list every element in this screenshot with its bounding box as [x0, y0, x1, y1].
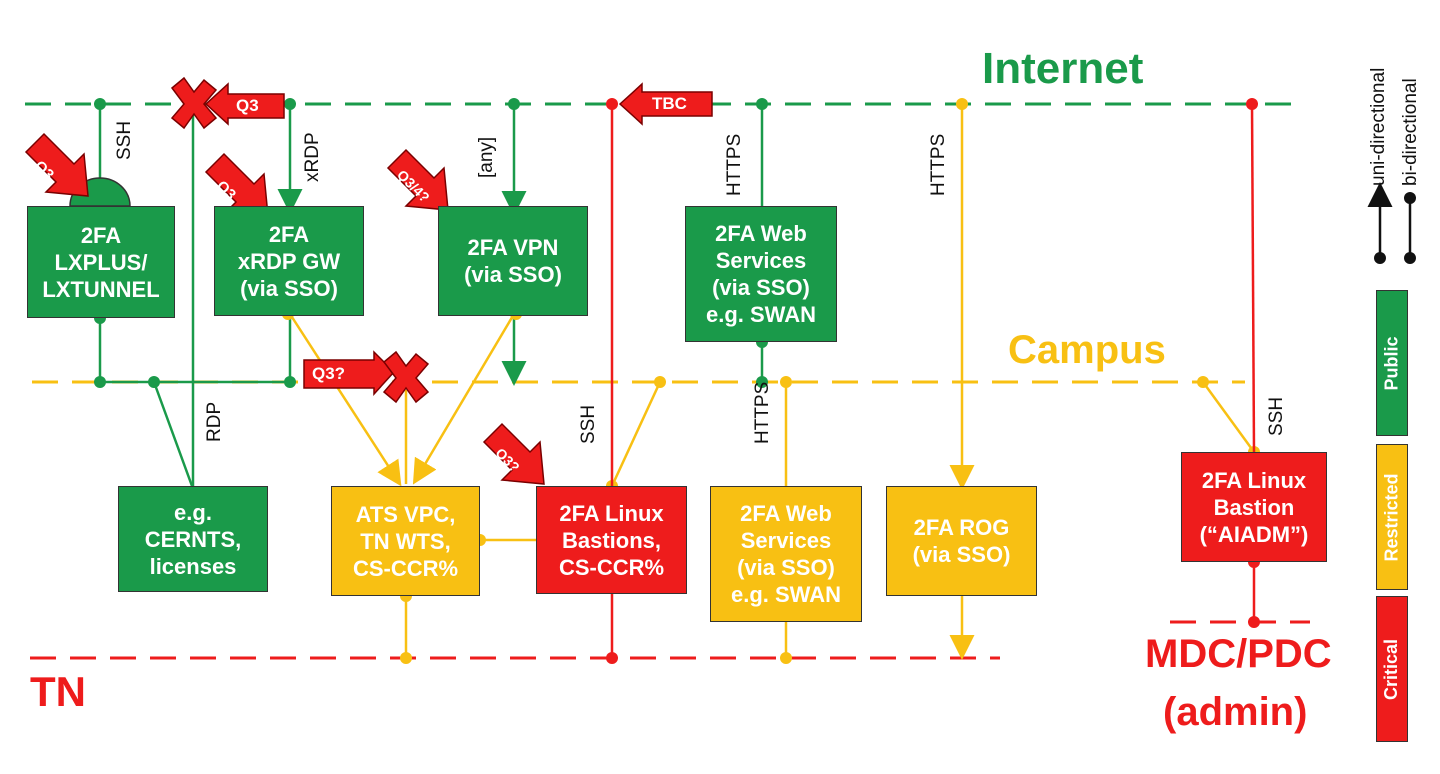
label-ssh-bastions: SSH	[578, 404, 599, 444]
q3-arrow-top	[204, 82, 285, 126]
legend-critical: Critical	[1376, 596, 1408, 742]
label-any: [any]	[476, 136, 497, 178]
zone-campus: Campus	[1008, 328, 1166, 372]
label-https-restricted: HTTPS	[752, 381, 773, 444]
box-web-public: 2FA Web Services (via SSO) e.g. SWAN	[685, 206, 837, 342]
box-xrdp: 2FA xRDP GW (via SSO)	[214, 206, 364, 316]
zone-mdc: MDC/PDC	[1145, 632, 1332, 676]
blocked-x-campus	[382, 350, 430, 404]
box-ats: ATS VPC, TN WTS, CS-CCR%	[331, 486, 480, 596]
q3q-arrow-campus	[303, 350, 396, 396]
legend-public: Public	[1376, 290, 1408, 436]
label-https-public: HTTPS	[724, 133, 745, 196]
box-rog: 2FA ROG (via SSO)	[886, 486, 1037, 596]
box-web-restricted: 2FA Web Services (via SSO) e.g. SWAN	[710, 486, 862, 622]
legend-public-label: Public	[1381, 335, 1402, 391]
legend-bi: bi-directional	[1400, 78, 1421, 186]
legend-restricted-label: Restricted	[1381, 472, 1402, 562]
zone-admin: (admin)	[1163, 690, 1308, 734]
marker-q3-top: Q3	[236, 96, 259, 115]
marker-tbc: TBC	[652, 94, 687, 113]
q3q-arrow-bastion	[482, 422, 545, 485]
legend-uni: uni-directional	[1368, 67, 1389, 186]
label-https-rog: HTTPS	[928, 133, 949, 196]
blocked-x-top	[170, 76, 218, 130]
label-rdp: RDP	[204, 401, 225, 442]
q3-arrow-lxplus	[24, 132, 89, 197]
tbc-arrow	[618, 82, 713, 126]
zone-internet: Internet	[982, 44, 1144, 93]
label-xrdp: xRDP	[302, 132, 323, 182]
box-aiadm: 2FA Linux Bastion (“AIADM”)	[1181, 452, 1327, 562]
box-cernts: e.g. CERNTS, licenses	[118, 486, 268, 592]
label-ssh-lxplus: SSH	[114, 120, 135, 160]
legend-restricted: Restricted	[1376, 444, 1408, 590]
box-lxplus: 2FA LXPLUS/ LXTUNNEL	[27, 206, 175, 318]
zone-tn: TN	[30, 668, 86, 715]
label-ssh-aiadm: SSH	[1266, 396, 1287, 436]
box-bastions: 2FA Linux Bastions, CS-CCR%	[536, 486, 687, 594]
legend-critical-label: Critical	[1381, 638, 1402, 700]
marker-q3q-campus: Q3?	[312, 364, 346, 383]
box-vpn: 2FA VPN (via SSO)	[438, 206, 588, 316]
